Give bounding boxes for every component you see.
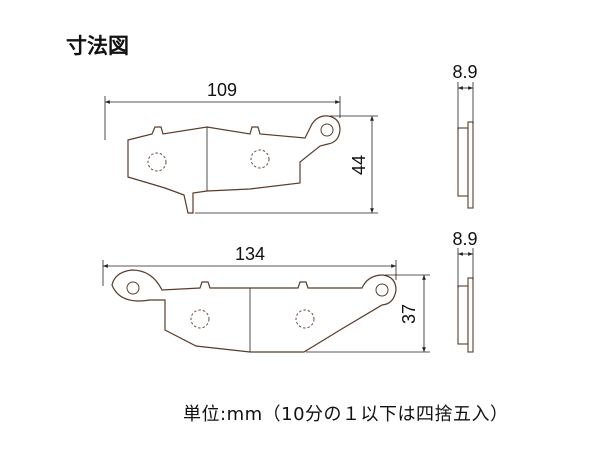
pad1-width-dimension (104, 96, 341, 140)
pad2-width-dimension (102, 260, 397, 286)
pad2-front-view (111, 269, 397, 353)
pad1-width-label: 109 (207, 80, 237, 100)
diagram-title: 寸法図 (66, 34, 129, 58)
pad1-front-view (127, 115, 341, 214)
pad2-width-label: 134 (235, 244, 265, 264)
unit-footnote: 単位:mm（10分の１以下は四捨五入） (183, 404, 509, 425)
pad2-side-view (457, 248, 474, 353)
pad2-thickness-label: 8.9 (452, 229, 477, 249)
pad1-height-label: 44 (349, 155, 369, 175)
pad1-side-view (457, 82, 474, 209)
pad2-height-label: 37 (399, 304, 419, 324)
pad1-thickness-label: 8.9 (452, 62, 477, 82)
pad2-height-dimension (306, 274, 430, 353)
pad1-height-dimension (195, 115, 378, 214)
